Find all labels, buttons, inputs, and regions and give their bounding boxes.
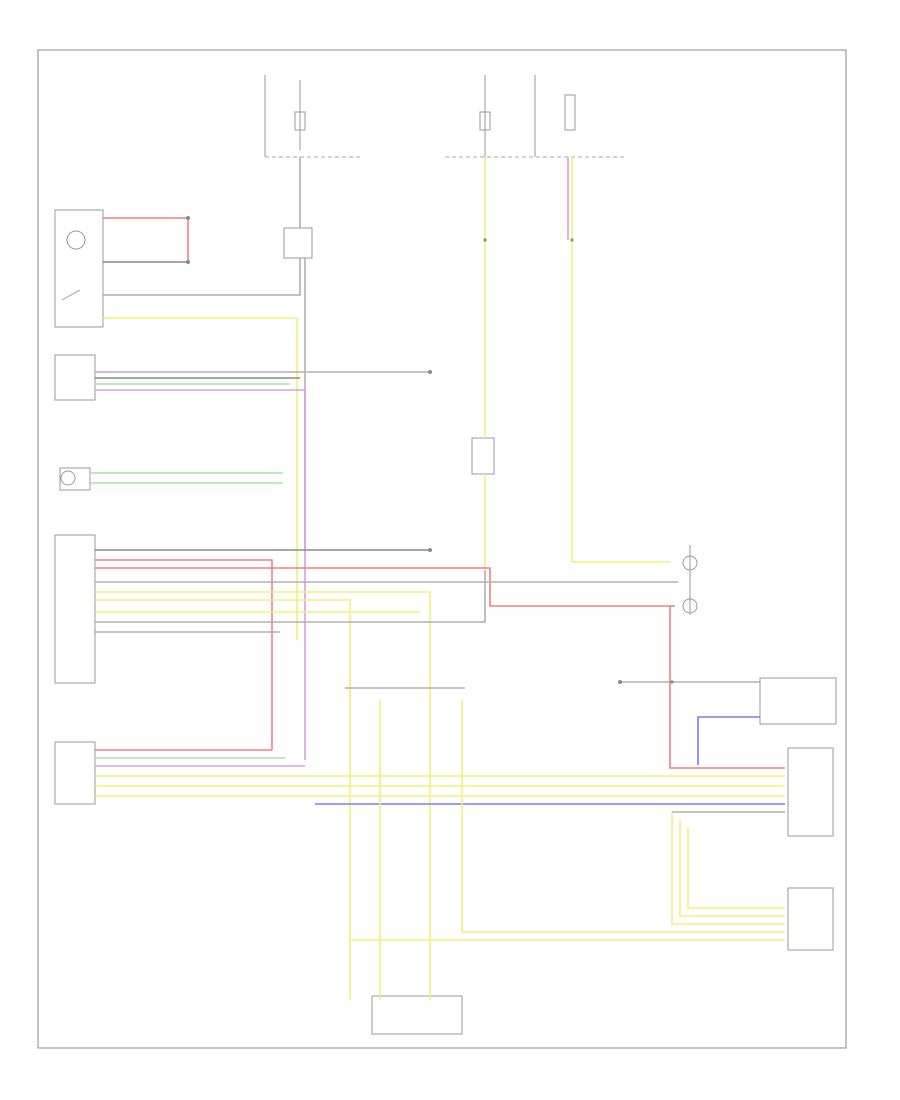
vehicle-speed-sensor (759, 677, 837, 725)
relay-upper-left (283, 227, 313, 259)
sensor-small (59, 467, 91, 491)
wires (90, 157, 785, 1000)
connector-dots (186, 216, 674, 684)
instrument-cluster (371, 995, 463, 1035)
relay-center (471, 437, 495, 475)
fuse-box-left (264, 75, 360, 158)
diagram-frame (37, 49, 847, 1049)
cruise-control-switch (54, 209, 104, 328)
electronic-transmission-module (787, 747, 834, 837)
engine-control-module (54, 741, 96, 805)
cruise-control-module (54, 534, 96, 684)
brake-pedal-switch (54, 354, 96, 401)
fuse-box-center (445, 75, 625, 158)
module-lower-right (787, 887, 834, 951)
engine-speed-sensor (682, 545, 698, 615)
